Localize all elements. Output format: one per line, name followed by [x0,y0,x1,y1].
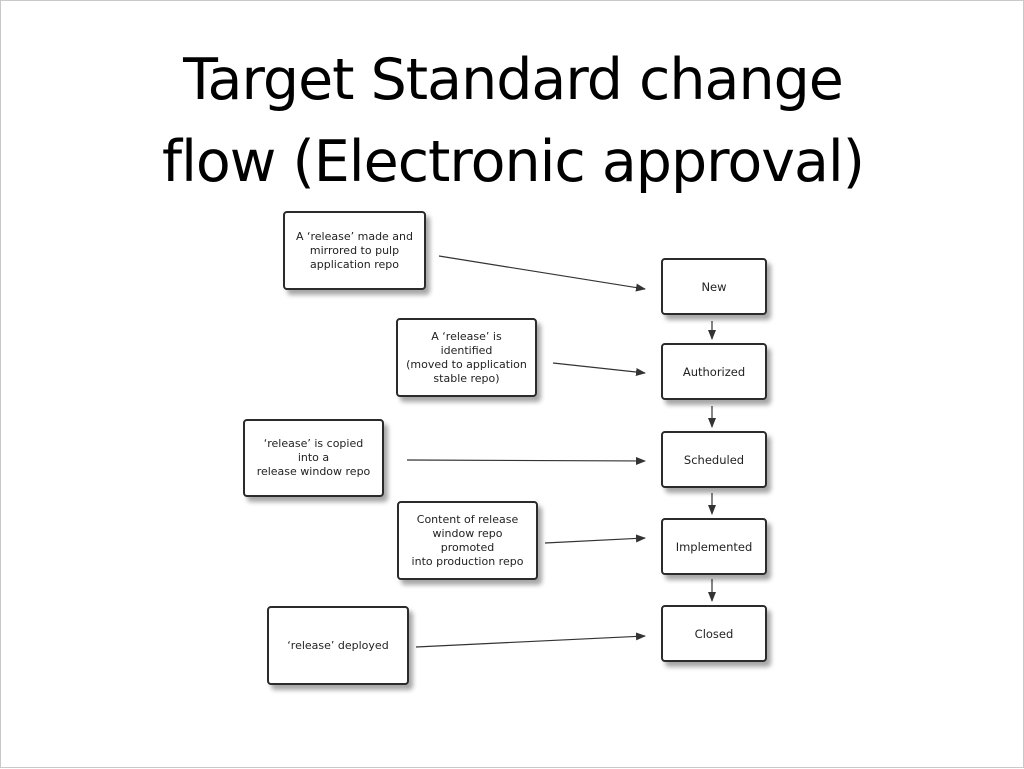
slide-title: Target Standard change flow (Electronic … [1,39,1024,203]
event-box-release-identified: A ‘release’ is identified (moved to appl… [396,318,537,397]
arrow-event-1-to-new [438,255,646,292]
state-box-authorized: Authorized [661,343,767,400]
arrow-event-5-to-closed [415,632,646,648]
state-box-new: New [661,258,767,315]
arrow-event-4-to-implemented [544,534,646,544]
event-box-content-promoted: Content of release window repo promoted … [397,501,538,580]
event-box-release-made: A ‘release’ made and mirrored to pulp ap… [283,211,426,290]
event-box-release-deployed: ‘release’ deployed [267,606,409,685]
title-line-2: flow (Electronic approval) [162,129,865,195]
event-box-release-copied: ‘release’ is copied into a release windo… [243,419,384,497]
state-box-implemented: Implemented [661,518,767,575]
state-box-closed: Closed [661,605,767,662]
arrow-event-3-to-scheduled [406,456,646,465]
arrow-event-2-to-authorized [552,362,646,377]
state-box-scheduled: Scheduled [661,431,767,488]
title-line-1: Target Standard change [183,47,844,113]
